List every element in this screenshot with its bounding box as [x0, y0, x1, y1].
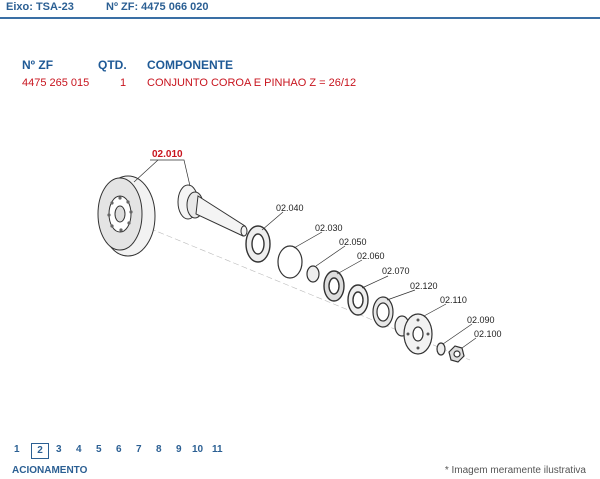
page-link-7[interactable]: 7 [136, 444, 142, 455]
col-header-component: COMPONENTE [147, 58, 234, 72]
label-02-070[interactable]: 02.070 [382, 266, 410, 276]
label-02-050[interactable]: 02.050 [339, 237, 367, 247]
row-zf-number: 4475 265 015 [22, 77, 90, 89]
label-02-040[interactable]: 02.040 [276, 203, 304, 213]
leader-lines [133, 159, 477, 349]
page-link-1[interactable]: 1 [14, 444, 20, 455]
page-link-6[interactable]: 6 [116, 444, 122, 455]
washer-090-drawing [436, 342, 446, 356]
spacer-050-drawing [306, 265, 320, 283]
page-link-3[interactable]: 3 [56, 444, 62, 455]
exploded-parts-drawing: 02.010 02.040 02.030 02.050 02.060 02.07… [97, 149, 502, 363]
flange-110-drawing [394, 313, 433, 355]
label-02-010[interactable]: 02.010 [152, 149, 183, 160]
seal-120-drawing [372, 296, 394, 328]
bearing-070-drawing [347, 284, 369, 316]
page-link-5[interactable]: 5 [96, 444, 102, 455]
page-link-8[interactable]: 8 [156, 444, 162, 455]
label-02-090[interactable]: 02.090 [467, 315, 495, 325]
page-link-10[interactable]: 10 [192, 444, 204, 455]
axle-title: Eixo: TSA-23 [6, 1, 74, 13]
page-link-11[interactable]: 11 [212, 444, 223, 455]
label-02-110[interactable]: 02.110 [440, 295, 467, 305]
bearing-060-drawing [323, 270, 345, 302]
page-link-4[interactable]: 4 [76, 444, 82, 455]
label-02-100[interactable]: 02.100 [474, 329, 502, 339]
crown-gear-drawing [97, 175, 156, 257]
bearing-040-drawing [245, 225, 271, 263]
top-bar: Eixo: TSA-23 Nº ZF: 4475 066 020 [0, 0, 600, 19]
page-link-2-current[interactable]: 2 [31, 443, 49, 459]
illustrative-note: * Imagem meramente ilustrativa [444, 465, 586, 476]
page-link-9[interactable]: 9 [176, 444, 182, 455]
row-component: CONJUNTO COROA E PINHAO Z = 26/12 [147, 77, 357, 89]
ring-030-drawing [277, 245, 303, 279]
zf-number-title: Nº ZF: 4475 066 020 [106, 1, 209, 13]
nut-100-drawing [448, 345, 465, 363]
pinion-shaft-drawing [177, 184, 248, 237]
label-02-060[interactable]: 02.060 [357, 251, 385, 261]
acionamento-link[interactable]: ACIONAMENTO [12, 465, 88, 476]
label-02-120[interactable]: 02.120 [410, 281, 438, 291]
col-header-qty: QTD. [98, 58, 127, 72]
row-qty: 1 [120, 77, 127, 89]
label-02-030[interactable]: 02.030 [315, 223, 343, 233]
col-header-zf: Nº ZF [22, 58, 54, 72]
